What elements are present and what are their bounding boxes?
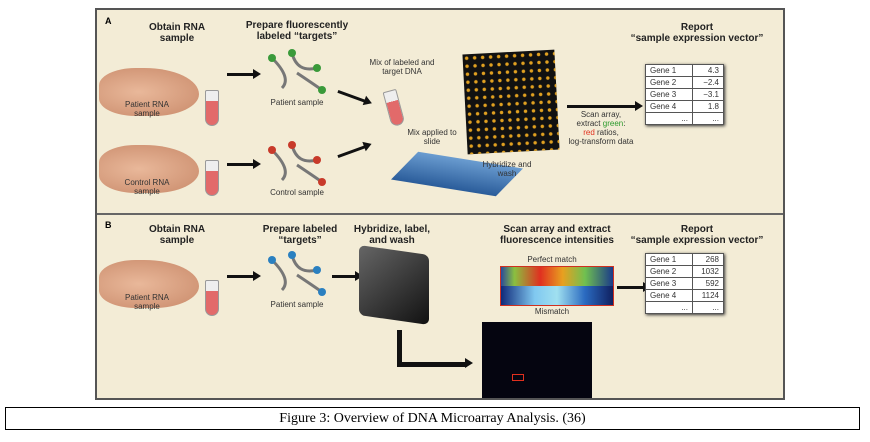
- patient-rna-label: Patient RNA sample: [124, 100, 170, 118]
- mix-applied-label: Mix applied to slide: [407, 128, 457, 146]
- panel-divider: [97, 213, 783, 215]
- patient-sample-label-b: Patient sample: [270, 300, 324, 309]
- obtain-rna-heading-b: Obtain RNA sample: [148, 224, 206, 246]
- table-row: Gene 2−2.4: [645, 76, 724, 89]
- arrow-icon: [337, 144, 367, 159]
- table-row: Gene 3−3.1: [645, 88, 724, 101]
- hybridize-label: Hybridize and wash: [482, 160, 532, 178]
- patient-tube-icon: [205, 90, 219, 126]
- perfect-match-label: Perfect match: [527, 255, 577, 264]
- panel-b-label: B: [105, 220, 112, 230]
- patient-rna-label-b: Patient RNA sample: [124, 293, 170, 311]
- figure-caption: Figure 3: Overview of DNA Microarray Ana…: [5, 407, 860, 430]
- report-heading: Report“sample expression vector”: [630, 22, 764, 44]
- arrow-icon: [337, 89, 367, 104]
- prepare-targets-heading-b: Prepare labeled “targets”: [262, 224, 338, 246]
- scan-description: Scan array,extract green:red ratios,log-…: [568, 110, 634, 146]
- control-tube-icon: [205, 160, 219, 196]
- panel-a-label: A: [105, 16, 112, 26]
- mismatch-row: [501, 286, 613, 305]
- scan-image: [482, 322, 592, 398]
- control-rna-label: Control RNA sample: [124, 178, 170, 196]
- arrow-icon: [227, 271, 261, 281]
- scanner-device-image: [359, 245, 429, 325]
- arrow-icon: [567, 101, 643, 111]
- hybridize-heading-b: Hybridize, label, and wash: [353, 224, 431, 246]
- patient-molecule-icon: [268, 49, 326, 94]
- arrow-icon: [227, 69, 261, 79]
- arrow-icon: [397, 330, 402, 365]
- intensity-heatmap: [500, 266, 614, 306]
- arrow-icon: [617, 282, 651, 292]
- patient-sample-label: Patient sample: [270, 98, 324, 107]
- report-heading-b: Report“sample expression vector”: [630, 224, 764, 246]
- patient-hand-image: [99, 68, 199, 116]
- arrow-icon: [227, 159, 261, 169]
- arrow-icon: [397, 358, 473, 368]
- arrow-icon: [332, 271, 363, 281]
- microarray-figure: A Obtain RNA sample Prepare fluorescentl…: [95, 8, 785, 400]
- scan-heading-b: Scan array and extract fluorescence inte…: [500, 224, 614, 246]
- patient-molecule-icon-b: [268, 251, 326, 296]
- patient-hand-image-b: [99, 260, 199, 308]
- mix-label: Mix of labeled and target DNA: [369, 58, 435, 76]
- scan-region-marker: [512, 374, 524, 381]
- control-sample-label: Control sample: [270, 188, 324, 197]
- table-row: ......: [645, 301, 724, 314]
- table-row: ......: [645, 112, 724, 125]
- mismatch-label: Mismatch: [534, 307, 570, 316]
- obtain-rna-heading: Obtain RNA sample: [148, 22, 206, 44]
- control-hand-image: [99, 145, 199, 193]
- mix-tube-icon: [382, 88, 406, 128]
- prepare-targets-heading: Prepare fluorescently labeled “targets”: [245, 20, 349, 42]
- control-molecule-icon: [268, 141, 326, 186]
- perfect-match-row: [501, 267, 613, 286]
- microarray-image: [462, 49, 560, 155]
- patient-tube-icon-b: [205, 280, 219, 316]
